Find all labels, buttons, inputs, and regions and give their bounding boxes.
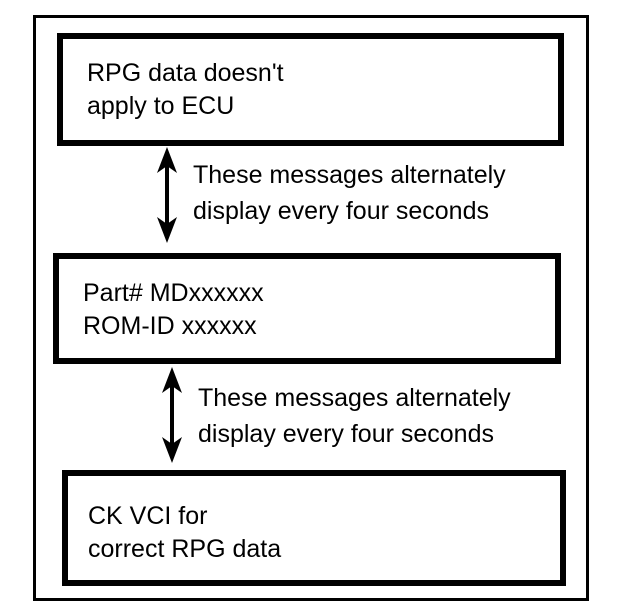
double-headed-vertical-arrow-icon (162, 367, 182, 463)
outer-frame (33, 15, 589, 601)
connector-middle-bottom-annotation: These messages alternately display every… (198, 384, 511, 448)
message-box-middle: Part# MDxxxxxx ROM-ID xxxxxx (53, 253, 561, 364)
message-box-middle-text: Part# MDxxxxxx ROM-ID xxxxxx (83, 279, 264, 340)
message-box-top: RPG data doesn't apply to ECU (57, 33, 564, 146)
connector-top-middle-annotation: These messages alternately display every… (193, 161, 506, 225)
double-headed-vertical-arrow-icon (157, 147, 177, 243)
message-box-bottom-text: CK VCI for correct RPG data (88, 502, 282, 563)
message-box-top-text: RPG data doesn't apply to ECU (87, 59, 284, 120)
message-box-bottom: CK VCI for correct RPG data (62, 470, 566, 586)
